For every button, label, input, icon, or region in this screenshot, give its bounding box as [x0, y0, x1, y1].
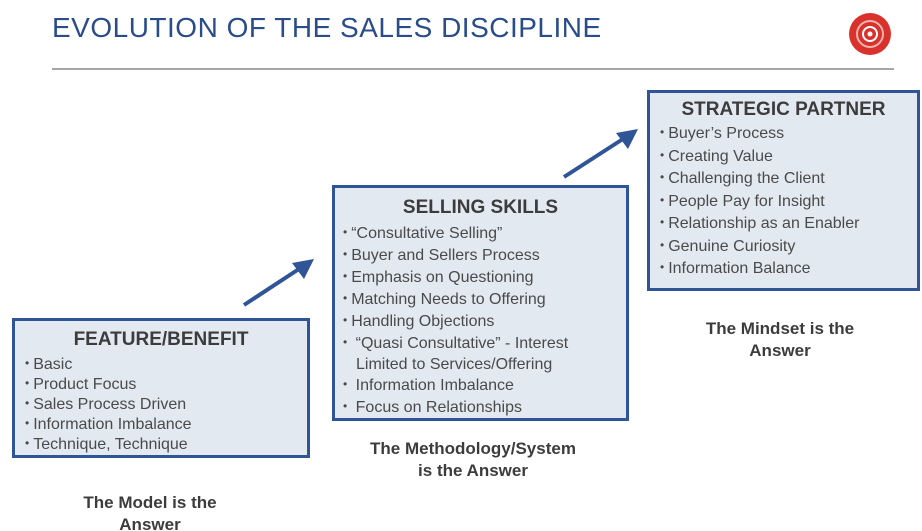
page-title: EVOLUTION OF THE SALES DISCIPLINE [52, 12, 602, 43]
model-caption: The Model is the Answer [83, 493, 217, 531]
feature-benefit-list: •Basic •Product Focus •Sales Process Dri… [15, 355, 307, 455]
list-item: • Focus on Relationships [343, 399, 522, 416]
selling-skills-title: SELLING SKILLS [402, 197, 559, 218]
list-item: •Emphasis on Questioning [343, 269, 534, 286]
list-item: •Challenging the Client [660, 170, 825, 187]
strategic-partner-list: •Buyer’s Process •Creating Value •Challe… [650, 123, 917, 281]
target-logo-icon [849, 13, 891, 55]
list-item: •Buyer’s Process [660, 125, 785, 142]
list-item: •Matching Needs to Offering [343, 291, 546, 308]
list-item: •Technique, Technique [25, 436, 188, 453]
list-item: •Product Focus [25, 376, 137, 393]
list-item: •People Pay for Insight [660, 192, 825, 210]
arrow-feature-to-skills [242, 259, 314, 307]
feature-benefit-title: FEATURE/BENEFIT [73, 329, 249, 350]
selling-skills-box: SELLING SKILLS •“Consultative Selling” •… [332, 185, 629, 421]
list-item: •Information Balance [660, 260, 811, 277]
title-divider [52, 68, 894, 70]
arrow-skills-to-partner [562, 129, 638, 179]
list-item: •Sales Process Driven [25, 396, 187, 413]
strategic-partner-box: STRATEGIC PARTNER •Buyer’s Process •Crea… [647, 90, 920, 291]
list-item: •Handling Objections [343, 313, 495, 330]
mindset-caption: The Mindset is the Answer [705, 319, 855, 360]
feature-benefit-box: FEATURE/BENEFIT •Basic •Product Focus •S… [12, 318, 310, 458]
list-item: •Genuine Curiosity [660, 237, 796, 255]
selling-skills-list: •“Consultative Selling” •Buyer and Selle… [335, 223, 626, 418]
methodology-caption: The Methodology/System is the Answer [370, 439, 576, 480]
list-item: •Information Imbalance [25, 416, 192, 433]
list-item: •Relationship as an Enabler [660, 215, 860, 232]
list-item: •Creating Value [660, 147, 773, 165]
strategic-partner-title: STRATEGIC PARTNER [681, 99, 886, 120]
list-item: • Information Imbalance [343, 377, 514, 394]
list-item: •Buyer and Sellers Process [343, 247, 540, 264]
list-item: •Basic [25, 356, 73, 373]
list-item: •“Consultative Selling” [343, 225, 503, 242]
